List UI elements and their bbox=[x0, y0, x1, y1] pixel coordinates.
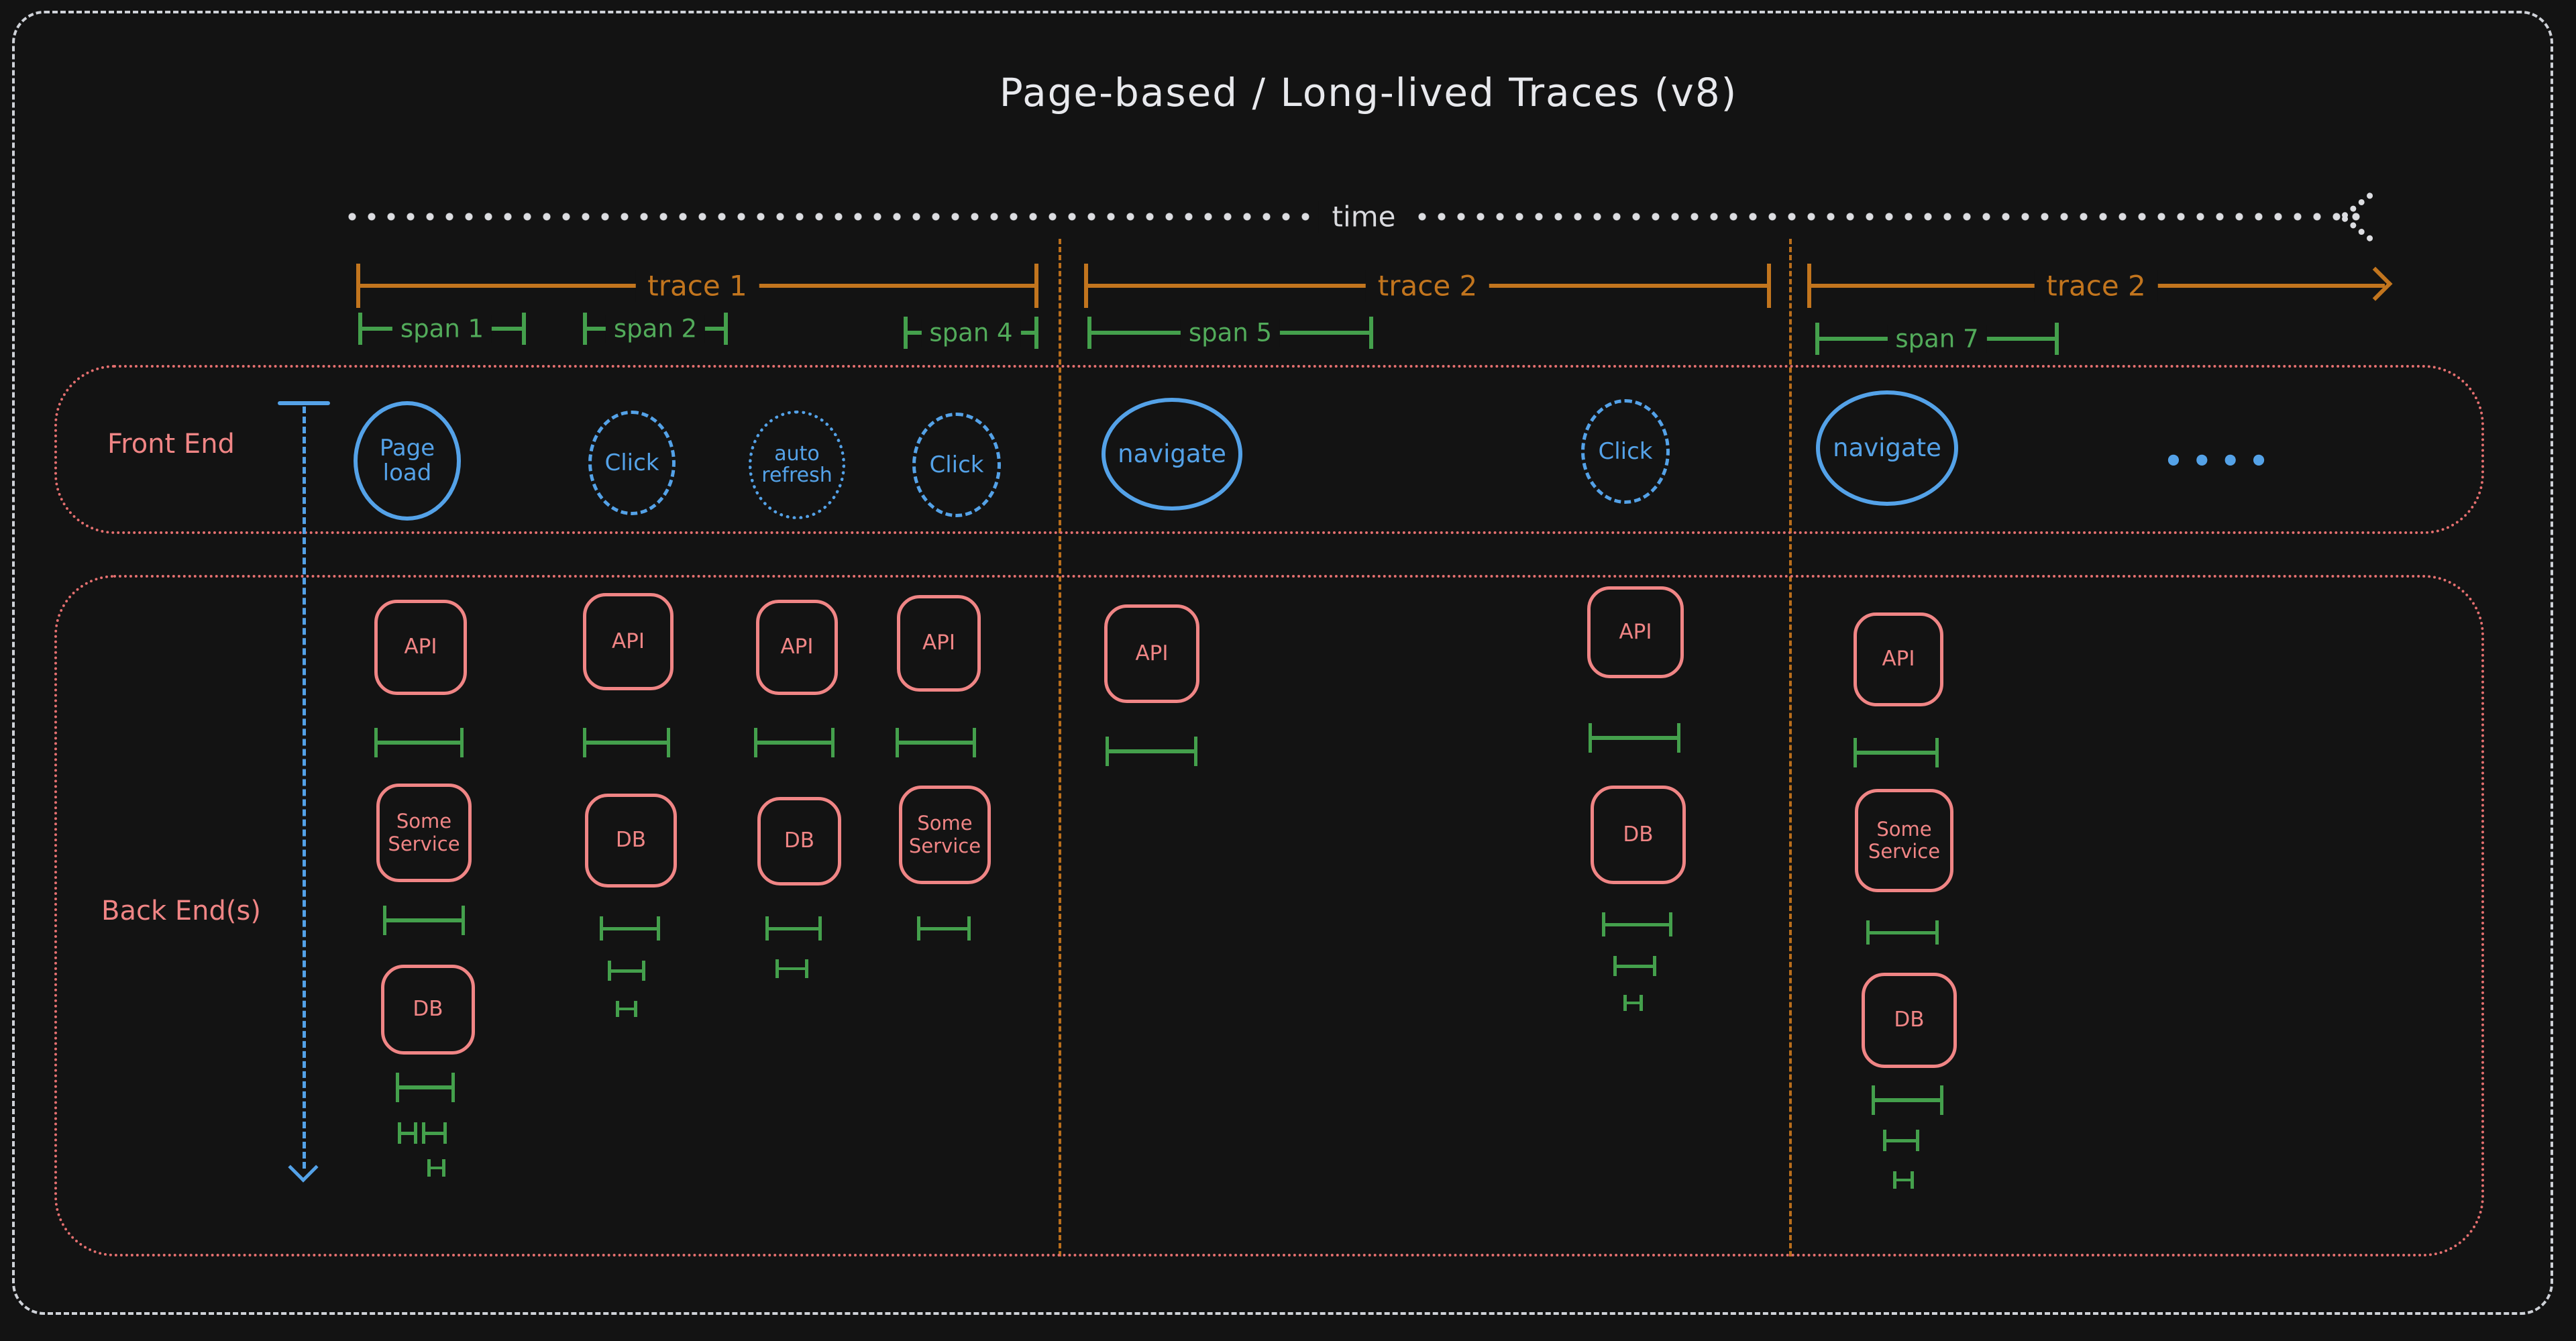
trace-1-bracket: trace 1 bbox=[356, 264, 1038, 308]
backend-span-bar bbox=[1866, 920, 1939, 945]
event-click-1: Click bbox=[588, 411, 676, 515]
span-5-bracket: span 5 bbox=[1087, 317, 1373, 349]
span-1-bracket: span 1 bbox=[358, 313, 526, 345]
span-7-bracket: span 7 bbox=[1815, 323, 2059, 355]
backend-box-label: API bbox=[1882, 647, 1915, 672]
flow-arrow-top-cap bbox=[278, 401, 330, 405]
backend-box-label: DB bbox=[615, 828, 647, 853]
backend-box-some-service: Some Service bbox=[1855, 789, 1953, 892]
trace-2-label: trace 2 bbox=[1365, 269, 1490, 303]
backend-box-some-service: Some Service bbox=[899, 786, 991, 884]
backend-box-api: API bbox=[756, 600, 838, 695]
event-click-1-label: Click bbox=[604, 449, 659, 476]
trace-3-label: trace 2 bbox=[2034, 269, 2158, 303]
backend-box-db: DB bbox=[1862, 973, 1957, 1068]
backend-span-bar bbox=[1893, 1171, 1914, 1189]
event-click-3-label: Click bbox=[1598, 437, 1653, 465]
backend-box-db: DB bbox=[757, 797, 841, 886]
span-4-bracket: span 4 bbox=[904, 317, 1038, 349]
event-page-load: Page load bbox=[354, 401, 461, 521]
event-navigate-2-label: navigate bbox=[1833, 433, 1941, 463]
backend-span-bar bbox=[608, 961, 645, 981]
more-events-ellipsis: •••• bbox=[2163, 443, 2277, 479]
backend-box-api: API bbox=[1854, 612, 1943, 706]
backend-box-label: DB bbox=[784, 828, 815, 853]
backend-span-bar bbox=[896, 728, 976, 757]
span-4-label: span 4 bbox=[921, 318, 1021, 347]
backend-lane-label: Back End(s) bbox=[101, 896, 261, 926]
event-navigate-2: navigate bbox=[1816, 390, 1958, 506]
time-axis-arrowhead-icon bbox=[2343, 217, 2344, 218]
backend-span-bar bbox=[775, 959, 808, 978]
backend-box-api: API bbox=[1104, 604, 1199, 703]
event-page-load-label: Page load bbox=[379, 435, 435, 486]
backend-box-label: Some Service bbox=[388, 810, 460, 855]
backend-box-api: API bbox=[897, 595, 981, 692]
backend-span-bar bbox=[1106, 737, 1197, 766]
backend-box-label: API bbox=[611, 629, 645, 653]
span-2-bracket: span 2 bbox=[583, 313, 728, 345]
backend-span-bar bbox=[396, 1073, 455, 1102]
trace-separator-1 bbox=[1059, 239, 1061, 1256]
backend-span-bar bbox=[765, 916, 822, 941]
flow-arrow-dashed-line bbox=[303, 407, 306, 1169]
event-auto-refresh: auto refresh bbox=[749, 411, 845, 519]
backend-box-db: DB bbox=[381, 965, 475, 1055]
backend-span-bar bbox=[374, 728, 464, 757]
event-navigate-1-label: navigate bbox=[1118, 439, 1226, 469]
trace-2-bracket: trace 2 bbox=[1084, 264, 1771, 308]
backend-span-bar bbox=[1613, 956, 1656, 976]
backend-box-label: DB bbox=[413, 997, 443, 1022]
backend-box-api: API bbox=[1587, 586, 1684, 678]
span-5-label: span 5 bbox=[1180, 318, 1281, 347]
backend-span-bar bbox=[1589, 723, 1680, 753]
frontend-lane-label: Front End bbox=[107, 429, 235, 460]
backend-box-label: Some Service bbox=[908, 812, 981, 857]
backend-span-bar bbox=[754, 728, 835, 757]
span-2-label: span 2 bbox=[605, 314, 706, 343]
backend-box-label: API bbox=[404, 635, 437, 659]
trace-3-bracket: trace 2 bbox=[1807, 264, 2393, 308]
backend-span-bar bbox=[917, 916, 971, 941]
backend-box-label: API bbox=[1619, 619, 1652, 644]
event-click-2-label: Click bbox=[929, 451, 984, 478]
backend-span-bar bbox=[616, 1001, 637, 1017]
backend-box-db: DB bbox=[585, 794, 677, 888]
backend-span-bar bbox=[398, 1122, 417, 1144]
backend-box-api: API bbox=[374, 600, 467, 695]
backend-box-label: API bbox=[780, 635, 814, 659]
backend-box-label: API bbox=[1135, 641, 1169, 665]
time-axis-label: time bbox=[1318, 200, 1409, 233]
backend-lane bbox=[54, 575, 2484, 1256]
backend-span-bar bbox=[600, 916, 660, 941]
event-click-3: Click bbox=[1581, 399, 1670, 504]
backend-span-bar bbox=[422, 1122, 447, 1144]
trace-separator-2 bbox=[1789, 239, 1792, 1256]
backend-box-label: DB bbox=[1623, 822, 1654, 847]
backend-box-label: Some Service bbox=[1868, 817, 1941, 863]
backend-span-bar bbox=[583, 728, 670, 757]
backend-box-db: DB bbox=[1591, 786, 1686, 884]
backend-box-label: DB bbox=[1894, 1008, 1925, 1032]
backend-box-some-service: Some Service bbox=[376, 784, 472, 882]
backend-box-label: API bbox=[922, 631, 956, 655]
span-7-label: span 7 bbox=[1887, 324, 1987, 354]
trace-1-label: trace 1 bbox=[635, 269, 759, 303]
backend-span-bar bbox=[1854, 738, 1939, 767]
backend-span-bar bbox=[1623, 995, 1643, 1011]
canvas-dashed-border bbox=[12, 11, 2553, 1315]
event-navigate-1: navigate bbox=[1102, 398, 1242, 511]
backend-span-bar bbox=[383, 906, 465, 935]
event-click-2: Click bbox=[912, 413, 1001, 517]
backend-span-bar bbox=[1872, 1085, 1943, 1115]
diagram-title: Page-based / Long-lived Traces (v8) bbox=[999, 70, 1738, 115]
span-1-label: span 1 bbox=[392, 314, 492, 343]
backend-span-bar bbox=[1602, 912, 1672, 936]
backend-span-bar bbox=[427, 1159, 445, 1177]
backend-span-bar bbox=[1883, 1130, 1919, 1151]
event-auto-refresh-label: auto refresh bbox=[761, 441, 833, 487]
backend-box-api: API bbox=[583, 593, 674, 690]
frontend-lane bbox=[54, 365, 2484, 534]
